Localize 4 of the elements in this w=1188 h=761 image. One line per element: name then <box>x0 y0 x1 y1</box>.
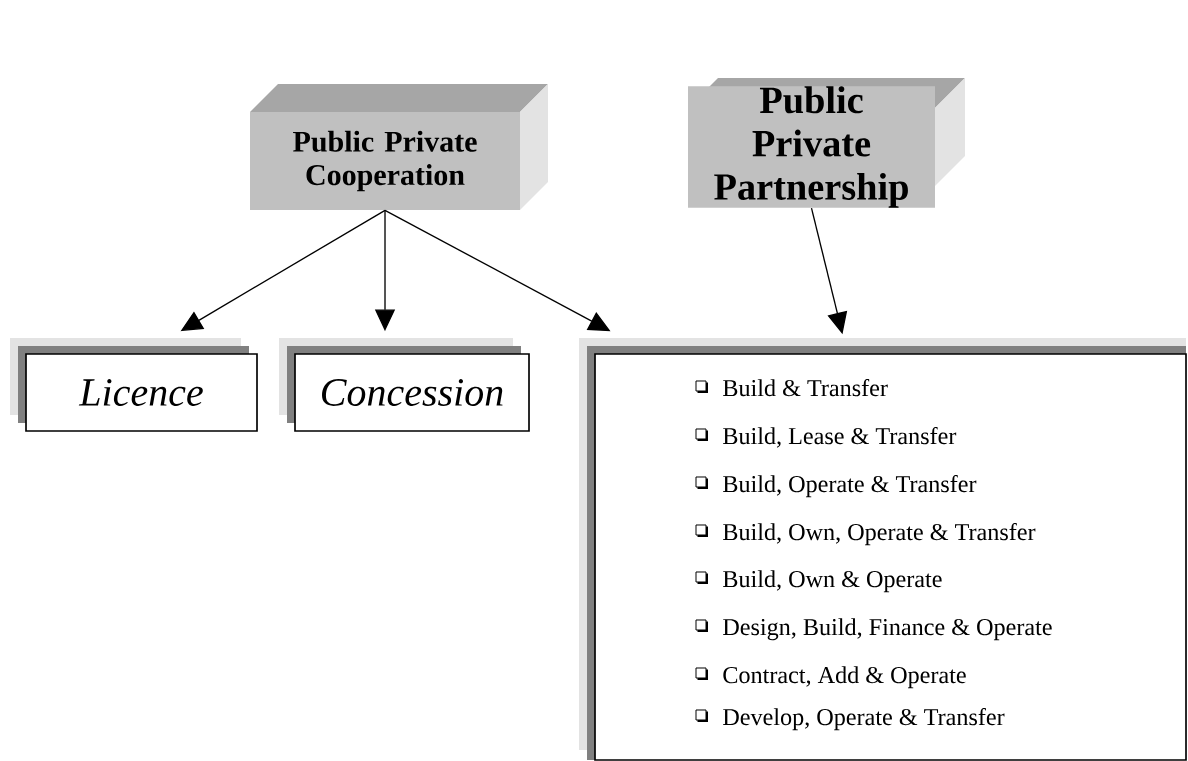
shadow-box: Concession <box>279 338 530 432</box>
shadow-box: Licence <box>10 338 258 432</box>
box-3d: Public Private Partnership <box>688 78 965 208</box>
box-3d: Public Private Cooperation <box>250 84 548 210</box>
